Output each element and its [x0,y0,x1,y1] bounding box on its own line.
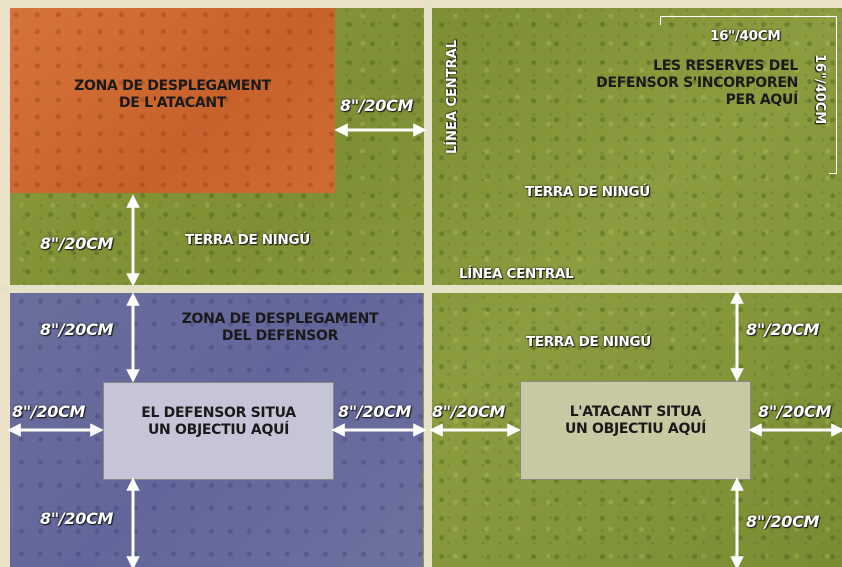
reserves-width-label: 16"/40CM [710,28,781,44]
no-mans-land-label-north: TERRA DE NINGÚ [525,184,650,200]
reserves-height-bracket-end [829,173,837,174]
distance-label-atk-objective-south: 8"/20CM [746,512,820,531]
reserves-line-3: PER AQUÍ [725,91,799,108]
reserves-line-1: LES RESERVES DEL [653,58,798,74]
reserves-height-bracket [836,16,837,174]
attacker-objective-line-2: UN OBJECTIU AQUÍ [564,420,707,437]
attacker-zone-label: ZONA DE DESPLEGAMENT DE L'ATACANT [45,78,300,112]
center-line-horizontal [0,285,842,293]
defender-zone-line-2: DEL DEFENSOR [221,327,339,344]
attacker-zone-line-1: ZONA DE DESPLEGAMENT [74,78,271,94]
map-border-top [0,0,842,8]
distance-label-def-objective-east: 8"/20CM [338,402,412,421]
distance-label-atk-objective-east: 8"/20CM [758,402,832,421]
distance-label-def-objective-south: 8"/20CM [40,509,114,528]
defender-objective-box: EL DEFENSOR SITUA UN OBJECTIU AQUÍ [103,382,334,480]
defender-objective-line-1: EL DEFENSOR SITUA [141,405,296,421]
reserves-line-2: DEFENSOR S'INCORPOREN [596,74,798,91]
distance-label-atk-objective-north: 8"/20CM [746,320,820,339]
defender-zone-label: ZONA DE DESPLEGAMENT DEL DEFENSOR [150,311,410,345]
center-line-label-vertical: LÍNEA CENTRAL [445,40,460,154]
distance-label-def-objective-west: 8"/20CM [12,402,86,421]
attacker-deployment-zone [10,8,335,193]
distance-label-attacker-zone-south: 8"/20CM [40,234,114,253]
map-border-left [0,0,10,567]
no-mans-land-label-south: TERRA DE NINGÚ [526,334,651,350]
distance-label-attacker-zone-east: 8"/20CM [340,96,414,115]
defender-objective-line-2: UN OBJECTIU AQUÍ [147,421,290,438]
attacker-objective-label: L'ATACANT SITUA UN OBJECTIU AQUÍ [521,404,750,438]
reserves-height-label: 16"/40CM [812,54,827,125]
distance-label-defender-zone-north: 8"/20CM [40,320,114,339]
no-mans-land-label-west: TERRA DE NINGÚ [185,232,310,248]
reserves-label: LES RESERVES DEL DEFENSOR S'INCORPOREN P… [560,58,798,108]
center-line-vertical [424,0,432,567]
center-line-label-horizontal: LÍNEA CENTRAL [459,266,574,282]
defender-zone-line-1: ZONA DE DESPLEGAMENT [181,311,379,327]
reserves-width-bracket [660,16,837,25]
distance-label-atk-objective-west: 8"/20CM [432,402,506,421]
attacker-objective-box: L'ATACANT SITUA UN OBJECTIU AQUÍ [520,381,751,480]
attacker-objective-line-1: L'ATACANT SITUA [569,404,702,420]
attacker-zone-line-2: DE L'ATACANT [118,94,227,111]
defender-objective-label: EL DEFENSOR SITUA UN OBJECTIU AQUÍ [104,405,333,439]
